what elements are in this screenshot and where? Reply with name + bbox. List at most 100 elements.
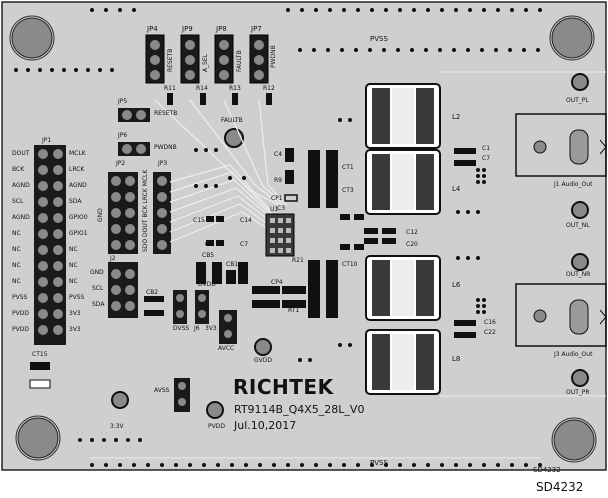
board-code: SD4232 (536, 480, 584, 494)
jp3-header[interactable] (153, 172, 171, 254)
3v3-pad-label: 3.3V (110, 423, 124, 430)
jp3-pins-label: SDO DOUT BCK LRCK MCLK (142, 169, 149, 252)
tp-3v3[interactable] (111, 391, 129, 409)
jp6-net-label: PWDNB (154, 144, 177, 151)
mounting-holes (9, 15, 597, 463)
rt1-label: RT1 (288, 307, 300, 314)
inductor-l8 (365, 329, 441, 395)
tp-out-pl[interactable] (571, 73, 589, 91)
jp2-label: JP2 (116, 160, 126, 167)
out-nl-label: OUT_NL (566, 222, 590, 229)
u1-label: U1 (270, 206, 279, 213)
brand-logo: RICHTEK (233, 375, 334, 399)
pvss-bottom-label: PVSS (370, 459, 388, 467)
avcc-header[interactable] (219, 310, 237, 344)
jp1-pin-label: 3V3 (69, 326, 81, 333)
jp1-pin-label: NC (12, 230, 21, 237)
r13-label: R13 (229, 85, 241, 92)
j1-label: J1 Audio_Out (554, 181, 593, 188)
avss-header[interactable] (174, 378, 190, 412)
l2-label: L2 (452, 113, 461, 121)
j2-sda-label: SDA (92, 301, 105, 308)
ct1-label: CT1 (342, 164, 354, 171)
jp1-pin-label: PVDD (12, 310, 29, 317)
inductor-l4 (365, 149, 441, 215)
c7-label-center: C7 (240, 241, 249, 248)
gvdd-label: GVDD (254, 357, 272, 364)
tp-out-pr[interactable] (571, 369, 589, 387)
jp1-pin-label: AGND (12, 214, 30, 221)
mounting-hole-br (553, 419, 595, 461)
j2-label: J2 (110, 255, 116, 262)
c14-label: C14 (240, 217, 252, 224)
jp1-pin-label: GPIO0 (69, 214, 88, 221)
jp1-pin-label: GPIO1 (69, 230, 88, 237)
avcc-label: AVCC (218, 345, 235, 352)
jp1-label: JP1 (42, 137, 52, 144)
smd-parts (29, 148, 476, 389)
jp1-pin-label: LRCK (69, 166, 85, 173)
top-resistors (167, 93, 272, 105)
out-pr-label: OUT_PR (566, 389, 590, 396)
c1-label: C1 (482, 145, 491, 152)
jp2-gnd-label: GND (97, 208, 104, 222)
c4-label: C4 (274, 151, 283, 158)
jp8-net-label: FAULTB (236, 50, 243, 72)
c22-label: C22 (484, 329, 496, 336)
out-nr-label: OUT_NR (566, 271, 591, 278)
jp8-label: JP8 (216, 25, 227, 33)
jp5-label: JP5 (118, 98, 128, 105)
tp-pvdd[interactable] (206, 401, 224, 419)
pvdd-pad-label: PVDD (208, 423, 225, 430)
jp1-pin-label: SCL (12, 198, 24, 205)
tp-out-nr[interactable] (571, 253, 589, 271)
c6-label: C6 (205, 241, 214, 248)
jp1-pin-label: NC (69, 278, 78, 285)
dvdd-label: DVDD (198, 281, 216, 288)
j3-audio-out[interactable] (515, 283, 607, 347)
jp1-header[interactable] (34, 145, 66, 345)
inductor-l6 (365, 255, 441, 321)
c3-label: C3 (277, 205, 286, 212)
jp9-label: JP9 (182, 25, 193, 33)
jp9-net-label: A_SEL (202, 53, 209, 72)
j2-gnd-label: GND (90, 269, 104, 276)
j2-connector[interactable] (108, 262, 138, 318)
jp1-pin-label: AGND (12, 182, 30, 189)
test-points (111, 73, 589, 419)
jp1-pin-label: DOUT (12, 150, 30, 157)
output-connectors (440, 71, 607, 397)
jp6-label: JP6 (118, 132, 128, 139)
j1-audio-out[interactable] (515, 113, 607, 177)
r21-label: R21 (292, 257, 304, 264)
cb5-label: CB5 (202, 252, 215, 259)
jp4-label: JP4 (147, 25, 158, 33)
ic-u1 (265, 213, 295, 257)
faultb-label: FAULTB (221, 117, 243, 124)
avss-label: AVSS (154, 387, 170, 394)
ct15-label: CT15 (32, 351, 48, 358)
gvdd-testpoint[interactable] (254, 338, 272, 356)
top-jumpers (145, 34, 269, 84)
tp-out-nl[interactable] (571, 201, 589, 219)
j6-label: J6 (194, 325, 200, 332)
cp4-label: CP4 (271, 279, 283, 286)
cp1-label: CP1 (271, 195, 283, 202)
jp2-header[interactable] (108, 172, 138, 254)
jp5-jp6 (118, 108, 150, 156)
board-code-small: SD4232 (533, 466, 561, 474)
jp1-pin-label: PVDD (12, 326, 29, 333)
part-number: RT9114B_Q4X5_28L_V0 (234, 403, 365, 416)
revision-date: Jul.10,2017 (234, 419, 297, 432)
jp1-pin-label: NC (69, 246, 78, 253)
jp7-label: JP7 (251, 25, 262, 33)
pvss-top-label: PVSS (370, 35, 388, 43)
3v3-label: 3V3 (205, 325, 217, 332)
faultb-testpoint[interactable] (224, 128, 244, 148)
cb1-label: CB1 (226, 261, 239, 268)
jp7-net-label: PWDNB (270, 45, 277, 68)
c16-label: C16 (484, 319, 496, 326)
jp1-pin-label: NC (12, 262, 21, 269)
via-clusters (194, 118, 486, 362)
r14-label: R14 (196, 85, 208, 92)
